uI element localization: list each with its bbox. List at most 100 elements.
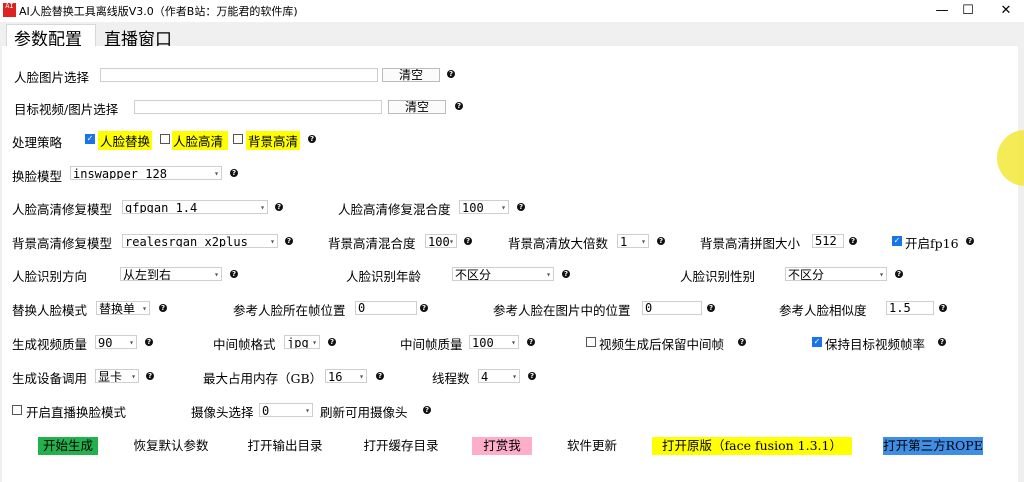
age-select[interactable]: 不区分▾ — [452, 267, 554, 281]
donate-button[interactable]: 打赏我 — [472, 437, 532, 455]
face-restore-label: 人脸高清修复模型 — [12, 202, 113, 217]
chevron-down-icon: ▾ — [129, 338, 134, 347]
start-button[interactable]: 开始生成 — [38, 437, 98, 455]
frame-quality-select[interactable]: 100▾ — [469, 335, 519, 349]
chevron-down-icon: ▾ — [641, 237, 646, 246]
target-media-input[interactable] — [134, 100, 382, 114]
help-icon[interactable]: ? — [455, 102, 463, 110]
fp16-label: 开启fp16 — [905, 236, 959, 251]
bg-restore-select[interactable]: realesrgan x2plus▾ — [122, 234, 278, 248]
direction-label: 人脸识别方向 — [12, 269, 88, 284]
help-icon[interactable]: ? — [938, 338, 946, 346]
bg-restore-label: 背景高清修复模型 — [12, 236, 113, 251]
open-rope-button[interactable]: 打开第三方ROPE — [883, 437, 983, 455]
help-icon[interactable]: ? — [159, 304, 167, 312]
help-icon[interactable]: ? — [528, 372, 536, 380]
device-select[interactable]: 显卡▾ — [95, 369, 139, 383]
refresh-camera-button[interactable]: 刷新可用摄像头 — [320, 405, 408, 420]
help-icon[interactable]: ? — [146, 372, 154, 380]
help-icon[interactable]: ? — [376, 372, 384, 380]
window-title: AI人脸替换工具离线版V3.0（作者B站：万能君的软件库) — [19, 5, 298, 18]
help-icon[interactable]: ? — [939, 304, 947, 312]
ref-similarity-input[interactable]: 1.5 — [886, 301, 934, 315]
help-icon[interactable]: ? — [657, 237, 665, 245]
help-icon[interactable]: ? — [849, 237, 857, 245]
keep-fps-label: 保持目标视频帧率 — [825, 337, 926, 352]
clear-face-image-button[interactable]: 清空 — [382, 68, 440, 82]
direction-select[interactable]: 从左到右▾ — [120, 267, 222, 281]
gender-select[interactable]: 不区分▾ — [785, 267, 887, 281]
maximize-button[interactable]: ☐ — [962, 3, 974, 18]
help-icon[interactable]: ? — [328, 338, 336, 346]
swap-model-select[interactable]: inswapper 128▾ — [70, 166, 222, 180]
help-icon[interactable]: ? — [895, 270, 903, 278]
help-icon[interactable]: ? — [527, 338, 535, 346]
live-mode-checkbox[interactable] — [12, 405, 22, 415]
bg-tile-label: 背景高清拼图大小 — [700, 236, 801, 251]
ref-frame-input[interactable]: 0 — [355, 301, 417, 315]
face-hd-checkbox[interactable] — [160, 134, 170, 144]
help-icon[interactable]: ? — [738, 338, 746, 346]
camera-select[interactable]: 0▾ — [259, 403, 313, 417]
chevron-down-icon: ▾ — [260, 203, 265, 212]
help-icon[interactable]: ? — [517, 203, 525, 211]
chevron-down-icon: ▾ — [449, 237, 454, 246]
bg-scale-select[interactable]: 1▾ — [617, 234, 649, 248]
help-icon[interactable]: ? — [562, 270, 570, 278]
swap-option-label: 人脸替换 — [98, 131, 153, 150]
bg-tile-input[interactable]: 512 — [812, 234, 844, 248]
frame-format-label: 中间帧格式 — [213, 337, 276, 352]
bg-hd-checkbox[interactable] — [233, 134, 243, 144]
clear-target-media-button[interactable]: 清空 — [388, 100, 446, 114]
help-icon[interactable]: ? — [423, 406, 431, 414]
bg-blend-select[interactable]: 100▾ — [425, 234, 457, 248]
face-hd-option-label: 人脸高清 — [172, 131, 228, 150]
tab-live[interactable]: 直播窗口 — [104, 30, 172, 50]
help-icon[interactable]: ? — [275, 203, 283, 211]
help-icon[interactable]: ? — [230, 270, 238, 278]
frame-format-select[interactable]: jpg▾ — [284, 335, 320, 349]
help-icon[interactable]: ? — [145, 338, 153, 346]
title-bar: AI AI人脸替换工具离线版V3.0（作者B站：万能君的软件库) — ☐ ✕ — [0, 0, 1024, 22]
face-image-input[interactable] — [100, 68, 378, 82]
chevron-down-icon: ▾ — [142, 304, 147, 313]
help-icon[interactable]: ? — [447, 70, 455, 78]
face-blend-select[interactable]: 100▾ — [459, 200, 509, 214]
open-output-button[interactable]: 打开输出目录 — [247, 438, 323, 453]
max-mem-select[interactable]: 16▾ — [325, 369, 367, 383]
replace-mode-select[interactable]: 替换单▾ — [96, 301, 150, 315]
face-image-label: 人脸图片选择 — [14, 70, 90, 85]
help-icon[interactable]: ? — [420, 304, 428, 312]
chevron-down-icon: ▾ — [359, 372, 364, 381]
close-button[interactable]: ✕ — [1000, 3, 1012, 18]
keep-frames-checkbox[interactable] — [586, 337, 596, 347]
update-button[interactable]: 软件更新 — [566, 438, 617, 453]
chevron-down-icon: ▾ — [879, 270, 884, 279]
help-icon[interactable]: ? — [707, 304, 715, 312]
help-icon[interactable]: ? — [308, 135, 316, 143]
face-restore-select[interactable]: gfpgan 1.4▾ — [122, 200, 268, 214]
minimize-button[interactable]: — — [935, 3, 949, 18]
video-quality-select[interactable]: 90▾ — [95, 335, 137, 349]
open-cache-button[interactable]: 打开缓存目录 — [363, 438, 439, 453]
help-icon[interactable]: ? — [966, 237, 974, 245]
ref-position-label: 参考人脸在图片中的位置 — [493, 303, 631, 318]
replace-mode-label: 替换人脸模式 — [12, 303, 88, 318]
chevron-down-icon: ▾ — [511, 338, 516, 347]
chevron-down-icon: ▾ — [501, 203, 506, 212]
gender-label: 人脸识别性别 — [680, 269, 756, 284]
ref-position-input[interactable]: 0 — [642, 301, 702, 315]
open-original-button[interactable]: 打开原版（face fusion 1.3.1） — [652, 437, 852, 455]
chevron-down-icon: ▾ — [214, 169, 219, 178]
fp16-checkbox[interactable]: ✓ — [892, 236, 902, 246]
help-icon[interactable]: ? — [464, 237, 472, 245]
swap-checkbox[interactable]: ✓ — [85, 134, 95, 144]
chevron-down-icon: ▾ — [546, 270, 551, 279]
threads-select[interactable]: 4▾ — [478, 369, 520, 383]
frame-quality-label: 中间帧质量 — [400, 337, 463, 352]
keep-fps-checkbox[interactable]: ✓ — [812, 337, 822, 347]
reset-defaults-button[interactable]: 恢复默认参数 — [133, 438, 209, 453]
tab-config[interactable]: 参数配置 — [14, 30, 82, 50]
help-icon[interactable]: ? — [230, 169, 238, 177]
help-icon[interactable]: ? — [285, 237, 293, 245]
